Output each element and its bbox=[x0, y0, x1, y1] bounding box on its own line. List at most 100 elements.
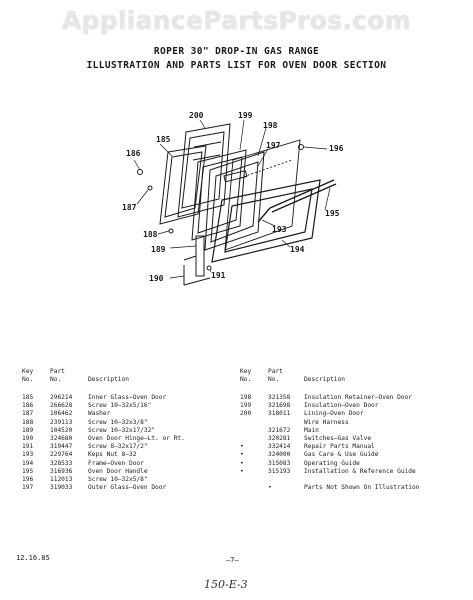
cell-part: 319033 bbox=[50, 484, 73, 492]
cell-part: • bbox=[268, 484, 272, 492]
cell-part: 319447 bbox=[50, 443, 73, 451]
cell-desc: Screw 10—32x5/8" bbox=[88, 476, 148, 483]
cell-desc: Screw 8—32x17/2" bbox=[88, 443, 148, 451]
cell-part: 321672 bbox=[268, 426, 291, 434]
callout-196: 196 bbox=[329, 144, 344, 153]
callout-198: 198 bbox=[263, 121, 278, 130]
cell-part: 296214 bbox=[50, 394, 73, 401]
cell-key: 191 bbox=[22, 443, 34, 451]
cell-desc: Gas Care & Use Guide bbox=[304, 451, 379, 459]
cell-desc: Oven Door Hinge—Lt. or Rt. bbox=[88, 435, 185, 442]
header-description: Description bbox=[88, 376, 129, 383]
cell-desc: Washer bbox=[88, 410, 111, 418]
cell-part: 321698 bbox=[268, 402, 291, 410]
cell-part: 266628 bbox=[50, 402, 73, 410]
cell-key: 195 bbox=[22, 467, 34, 475]
cell-part: 229764 bbox=[50, 451, 73, 459]
page-subtitle: ILLUSTRATION AND PARTS LIST FOR OVEN DOO… bbox=[86, 60, 387, 71]
cell-part: 315193 bbox=[268, 467, 291, 475]
page-number: —7— bbox=[226, 556, 239, 564]
header-part: Part bbox=[268, 368, 283, 375]
cell-part: 332414 bbox=[268, 443, 291, 451]
screw-188 bbox=[168, 228, 174, 234]
cell-desc: Switches—Gas Valve bbox=[304, 435, 372, 442]
cell-desc: Parts Not Shown On Illustration bbox=[304, 484, 420, 492]
callout-189: 189 bbox=[151, 245, 166, 254]
cell-key: 189 bbox=[22, 426, 34, 434]
header-part-no: No. bbox=[268, 376, 280, 383]
cell-desc: Installation & Reference Guide bbox=[304, 467, 416, 475]
cell-key: 200 bbox=[240, 410, 252, 418]
cell-key: 194 bbox=[22, 459, 34, 467]
cell-key: • bbox=[240, 443, 244, 451]
cell-desc: Inner Glass—Oven Door bbox=[88, 394, 167, 401]
cell-part: 321358 bbox=[268, 394, 291, 401]
header-part: Part bbox=[50, 368, 65, 375]
cell-desc: Screw 10—32x3/8" bbox=[88, 418, 148, 426]
header-description: Description bbox=[304, 376, 345, 383]
cell-part: 324000 bbox=[268, 451, 291, 459]
header-key: Key bbox=[240, 368, 252, 375]
cell-desc: Keps Nut 8—32 bbox=[88, 451, 137, 459]
cell-desc: Insulation—Oven Door bbox=[304, 402, 379, 410]
callout-199: 199 bbox=[238, 111, 253, 120]
cell-desc: Operating Guide bbox=[304, 459, 360, 467]
callout-190: 190 bbox=[149, 274, 164, 283]
cell-key: 196 bbox=[22, 476, 34, 483]
cell-key: 190 bbox=[22, 435, 34, 442]
cell-part: 318011 bbox=[268, 410, 291, 418]
cell-part: 320281 bbox=[268, 435, 291, 442]
cell-desc: Outer Glass—Oven Door bbox=[88, 484, 167, 492]
callout-191: 191 bbox=[211, 271, 226, 280]
cell-desc: Wire Harness bbox=[304, 418, 349, 426]
cell-part: 324680 bbox=[50, 435, 73, 442]
header-key-no: No. bbox=[240, 376, 252, 383]
insulation-retainer bbox=[204, 151, 265, 251]
oven-door-frame bbox=[211, 179, 321, 263]
cell-key: 185 bbox=[22, 394, 34, 401]
cell-part: 316936 bbox=[50, 467, 73, 475]
callout-195: 195 bbox=[325, 209, 340, 218]
cell-key: • bbox=[240, 467, 244, 475]
page-title: ROPER 30" DROP-IN GAS RANGE bbox=[153, 46, 320, 57]
oven-door-handle bbox=[257, 179, 337, 223]
cell-desc: Lining—Oven Door bbox=[304, 410, 364, 418]
callout-188: 188 bbox=[143, 230, 158, 239]
cell-key: 198 bbox=[240, 394, 252, 401]
cell-key: 188 bbox=[22, 418, 34, 426]
outer-glass bbox=[224, 139, 301, 251]
oven-door-hinge bbox=[183, 235, 211, 286]
cell-part: 112013 bbox=[50, 476, 73, 483]
cell-part: 106462 bbox=[50, 410, 73, 418]
cell-key: 193 bbox=[22, 451, 34, 459]
callout-200: 200 bbox=[189, 111, 204, 120]
callout-186: 186 bbox=[126, 149, 141, 158]
cell-desc: Frame—Oven Door bbox=[88, 459, 144, 467]
callout-185: 185 bbox=[156, 135, 171, 144]
callout-197: 197 bbox=[266, 141, 281, 150]
cell-desc: Oven Door Handle bbox=[88, 467, 148, 475]
cell-key: 197 bbox=[22, 484, 34, 492]
screw-186-left bbox=[137, 169, 143, 175]
cell-desc: Main bbox=[304, 426, 319, 434]
cell-part: 328533 bbox=[50, 459, 73, 467]
washer-187 bbox=[147, 185, 153, 191]
cell-key: • bbox=[240, 451, 244, 459]
callout-194: 194 bbox=[290, 245, 305, 254]
oven-door-lining bbox=[177, 123, 231, 218]
footer-date: 12.16.85 bbox=[16, 554, 50, 562]
cell-key: 187 bbox=[22, 410, 34, 418]
insulation bbox=[191, 149, 247, 241]
callout-187: 187 bbox=[122, 203, 137, 212]
screw-191 bbox=[206, 265, 212, 271]
inner-glass bbox=[159, 145, 207, 225]
handwritten-note: 150-E-3 bbox=[204, 578, 248, 591]
cell-desc: Repair Parts Manual bbox=[304, 443, 375, 451]
cell-part: 315083 bbox=[268, 459, 291, 467]
cell-part: 104520 bbox=[50, 426, 73, 434]
cell-desc: Screw 10—32x17/32" bbox=[88, 426, 156, 434]
screw-196 bbox=[298, 144, 304, 150]
